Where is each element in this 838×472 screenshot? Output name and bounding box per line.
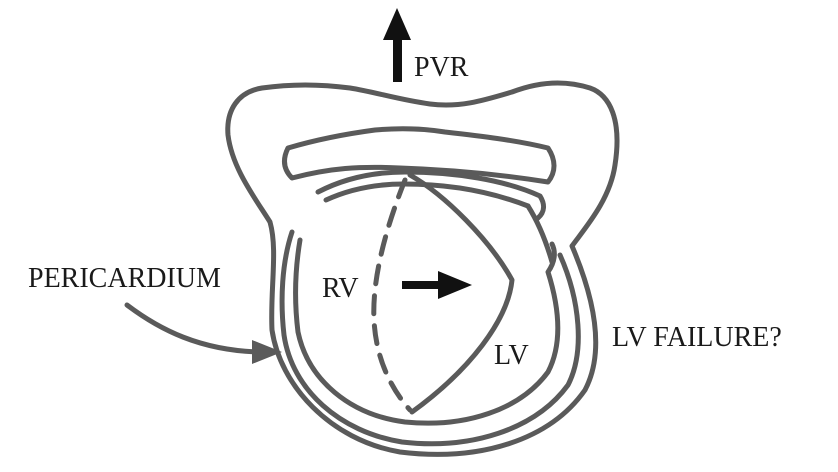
pericardium-wall	[279, 229, 581, 447]
heart-outer-outline	[225, 80, 620, 457]
septum-dashed	[371, 177, 413, 413]
ventricle-outer-wall	[293, 237, 561, 426]
rv-inner-arc	[323, 181, 531, 209]
upper-chamber-band	[282, 126, 557, 185]
pericardium-label: PERICARDIUM	[28, 263, 221, 294]
rv-free-wall-arc	[315, 169, 546, 221]
septum-solid	[407, 172, 515, 415]
lv-label: LV	[494, 340, 529, 371]
septal-shift-arrow-icon	[402, 271, 472, 299]
lv-failure-label: LV FAILURE?	[612, 322, 782, 353]
rv-label: RV	[322, 273, 359, 304]
pericardium-pointer-arrow-icon	[124, 302, 282, 364]
lv-outer-lobe	[525, 203, 555, 265]
pvr-label: PVR	[414, 52, 469, 83]
pvr-up-arrow-icon	[383, 8, 411, 82]
